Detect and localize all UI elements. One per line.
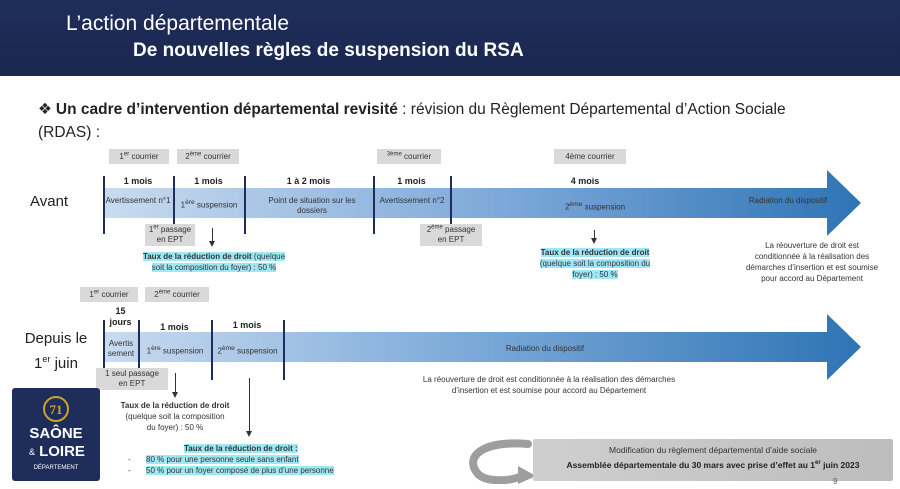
reopen-note-after: La réouverture de droit est conditionnée…: [422, 375, 676, 395]
duration-label: 1 mois: [123, 176, 153, 186]
tag-after-courrier-2: 2ème courrier: [145, 287, 209, 302]
saone-et-loire-logo: 71 SAÔNE & LOIRE DÉPARTEMENT: [12, 388, 100, 481]
pointer-line: [249, 378, 250, 432]
svg-text:71: 71: [50, 402, 63, 417]
tag-courrier-2: 2ème courrier: [177, 149, 239, 164]
intro-text: ❖Un cadre d’intervention départemental r…: [38, 98, 838, 144]
rate-note-after-2: Taux de la réduction de droit : -80 % po…: [128, 444, 334, 475]
pointer-arrowhead: [209, 241, 215, 247]
timeline-arrow-after: [103, 314, 861, 380]
pointer-arrowhead: [172, 392, 178, 398]
diamond-bullet-icon: ❖: [38, 101, 52, 118]
tick: [103, 320, 105, 380]
pointer-arrowhead: [591, 238, 597, 244]
segment-radiation: Radiation du dispositif: [505, 344, 585, 353]
duration-label: 1 mois: [397, 176, 426, 186]
modification-banner: Modification du règlement départemental …: [533, 439, 893, 481]
page-number: 9: [833, 477, 838, 486]
banner-line-2: Assemblée départementale du 30 mars avec…: [566, 460, 860, 470]
svg-text:LOIRE: LOIRE: [39, 443, 85, 460]
pointer-arrowhead: [246, 431, 252, 437]
page-title: L’action départementale: [66, 12, 289, 35]
segment-suspension-2: 2ème suspension: [217, 345, 278, 356]
segment-suspension-1: 1ère suspension: [180, 199, 238, 210]
page-subtitle: De nouvelles règles de suspension du RSA: [133, 40, 524, 61]
rate-item: 50 % pour un foyer composé de plus d’une…: [146, 466, 334, 475]
tick: [450, 176, 452, 234]
segment-suspension-2: 2ème suspension: [564, 201, 626, 212]
duration-label: 1 mois: [160, 322, 189, 332]
tag-courrier-3: 3ème courrier: [377, 149, 441, 164]
svg-text:SAÔNE: SAÔNE: [29, 424, 82, 442]
segment-suspension-1: 1ère suspension: [146, 345, 204, 356]
segment-radiation: Radiation du dispositif: [748, 196, 828, 205]
reopen-note-before: La réouverture de droit est conditionnée…: [745, 241, 879, 283]
pointer-line: [175, 373, 176, 393]
segment-avertissement: Avertis sement: [107, 339, 135, 358]
duration-label: 1 mois: [232, 320, 262, 330]
tag-courrier-4: 4ème courrier: [554, 149, 626, 164]
tag-courrier-1: 1er courrier: [109, 149, 169, 164]
pointer-line: [212, 228, 213, 242]
segment-point-situation: Point de situation sur les dossiers: [268, 196, 356, 215]
tick: [244, 176, 246, 234]
banner-line-1: Modification du règlement départemental …: [609, 445, 817, 455]
tick: [283, 320, 285, 380]
tick: [211, 320, 213, 380]
segment-avertissement-2: Avertissement n°2: [379, 196, 445, 205]
timeline-arrow-before: [103, 170, 861, 236]
duration-label: 1 à 2 mois: [286, 176, 331, 186]
svg-text:DÉPARTEMENT: DÉPARTEMENT: [34, 464, 79, 471]
duration-label: 4 mois: [570, 176, 600, 186]
duration-label: 1 mois: [194, 176, 223, 186]
pointer-line: [594, 230, 595, 239]
rate-note-before-2: Taux de la réduction de droit(quelque so…: [539, 248, 651, 279]
rate-item: 80 % pour une personne seule sans enfant: [146, 455, 299, 464]
row-label-before: Avant: [30, 193, 69, 210]
department-emblem-icon: 71 SAÔNE & LOIRE DÉPARTEMENT: [29, 396, 85, 471]
segment-avertissement-1: Avertissement n°1: [105, 196, 171, 205]
intro-bold: Un cadre d’intervention départemental re…: [55, 101, 398, 118]
intro-rest: : révision du Règlement Départemental d’…: [38, 101, 786, 141]
tick: [138, 320, 140, 380]
tick: [173, 176, 175, 234]
rate-note-after-1: Taux de la réduction de droit(quelque so…: [120, 401, 230, 432]
header-banner: [0, 0, 900, 76]
tag-after-courrier-1: 1er courrier: [80, 287, 138, 302]
tick: [373, 176, 375, 234]
curved-arrow-icon: [469, 439, 536, 484]
svg-text:&: &: [29, 447, 35, 457]
tick: [103, 176, 105, 234]
